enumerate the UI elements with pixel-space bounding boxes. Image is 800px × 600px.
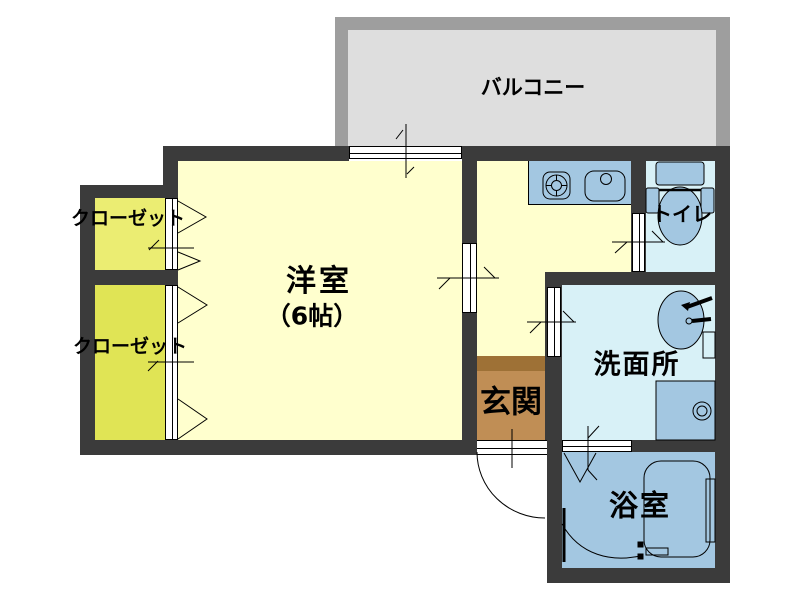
kitchen-counter [528, 161, 631, 205]
room-hall-lower [477, 272, 545, 356]
toilet-label: トイレ [652, 202, 712, 226]
entrance-step [477, 356, 547, 371]
wall [547, 440, 562, 583]
room-entrance [477, 371, 547, 440]
wall [80, 440, 477, 455]
western-room-size-label: （6帖） [265, 301, 359, 331]
wall [95, 270, 178, 285]
washroom-label: 洗面所 [593, 349, 681, 381]
closet-lower-label: クローゼット [72, 335, 188, 358]
entrance-door-sill [477, 440, 547, 455]
western-room-sliding-door [462, 243, 477, 313]
wall [462, 146, 730, 161]
room-western [178, 161, 462, 440]
wall [547, 568, 730, 583]
washroom-sliding-door [547, 287, 561, 357]
toilet-sliding-door [632, 213, 645, 272]
room-closet-upper [95, 198, 165, 270]
balcony-window [349, 146, 462, 159]
wall [545, 272, 715, 285]
wall [715, 146, 730, 583]
wall [163, 146, 349, 161]
closet-upper-label: クローゼット [70, 207, 186, 230]
balcony-label: バルコニー [480, 75, 586, 100]
balcony-floor [348, 30, 716, 146]
room-closet-lower [95, 285, 165, 440]
closet-upper-door-track [165, 198, 178, 270]
closet-lower-door-track [165, 285, 178, 440]
entrance-label: 玄関 [480, 384, 542, 421]
wall [632, 440, 715, 452]
wall [80, 185, 178, 198]
bathroom-folding-door [562, 440, 632, 452]
bathroom-label: 浴室 [608, 488, 672, 523]
western-room-label: 洋室 [286, 264, 352, 299]
wall [80, 185, 95, 455]
